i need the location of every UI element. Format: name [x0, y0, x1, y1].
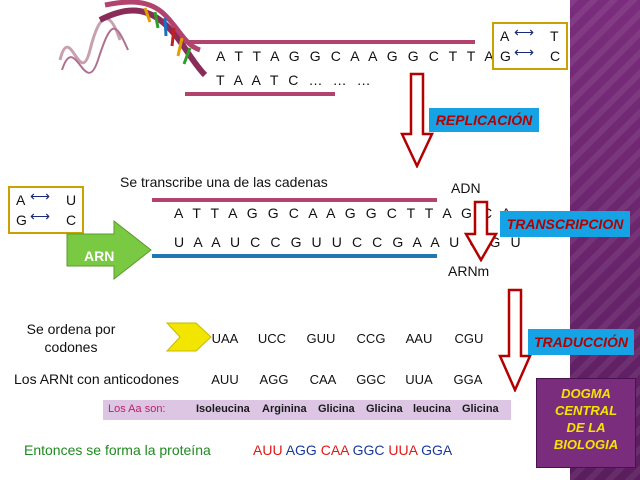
- down-arrow-icon: [498, 288, 532, 392]
- dna-partial-strand: T A A T C … … …: [216, 72, 374, 88]
- anticodon-1: AUU: [211, 372, 239, 387]
- anticodon-4: GGC: [356, 372, 386, 387]
- arn-arrow-label: ARN: [84, 248, 115, 264]
- double-arrow-icon: ⟷: [514, 24, 535, 40]
- codon-3: GUU: [306, 331, 336, 346]
- double-arrow-icon: ⟷: [30, 188, 51, 204]
- protein-codon: AUU: [253, 442, 283, 458]
- dna-strand: A T T A G G C A A G G C T T A G C A: [174, 205, 514, 221]
- aminoacid-5: leucina: [413, 403, 451, 415]
- transcripcion-label: TRANSCRIPCION: [500, 211, 630, 237]
- arnm-label: ARNm: [448, 263, 490, 279]
- aminoacid-2: Arginina: [262, 403, 307, 415]
- base-pair-key-rna: A ⟷ U G ⟷ C: [8, 186, 84, 234]
- replicacion-label: REPLICACIÓN: [429, 108, 539, 132]
- anticodon-3: CAA: [309, 372, 337, 387]
- protein-codons: AUU AGG CAA GGC UUA GGA: [253, 442, 452, 458]
- anticodon-6: GGA: [453, 372, 483, 387]
- protein-codon: GGA: [421, 442, 453, 458]
- aminoacid-4: Glicina: [366, 403, 403, 415]
- codon-6: CGU: [454, 331, 484, 346]
- dna-top-strand: A T T A G G C A A G G C T T A G C A: [216, 48, 556, 64]
- aminoacid-3: Glicina: [318, 403, 355, 415]
- codon-1: UAA: [211, 331, 239, 346]
- aminoacid-band: [103, 400, 511, 420]
- rna-strand-bar: [152, 254, 437, 258]
- dogma-box: DOGMA CENTRAL DE LA BIOLOGIA: [536, 378, 636, 468]
- protein-codon: GGC: [352, 442, 385, 458]
- aminoacid-1: Isoleucina: [196, 403, 250, 415]
- codon-2: UCC: [257, 331, 287, 346]
- traduccion-label: TRADUCCIÓN: [528, 329, 634, 355]
- protein-label: Entonces se forma la proteína: [24, 442, 211, 458]
- arn-arrow: [66, 220, 152, 280]
- arnt-label: Los ARNt con anticodones: [14, 371, 179, 387]
- codon-5: AAU: [405, 331, 433, 346]
- aminoacid-6: Glicina: [462, 403, 499, 415]
- base-pair-key-dna: A ⟷ T G ⟷ C: [492, 22, 568, 70]
- adn-label: ADN: [451, 180, 481, 196]
- double-arrow-icon: ⟷: [30, 208, 51, 224]
- down-arrow-icon: [400, 72, 434, 168]
- codon-4: CCG: [356, 331, 386, 346]
- anticodon-5: UUA: [405, 372, 433, 387]
- rna-strand: U A A U C C G U U C C G A A U C G U: [174, 234, 524, 250]
- anticodon-2: AGG: [259, 372, 289, 387]
- protein-codon: CAA: [320, 442, 349, 458]
- protein-codon: AGG: [285, 442, 317, 458]
- dna-partial-bar: [185, 92, 335, 96]
- ordena-label: Se ordena por codones: [26, 321, 116, 355]
- double-arrow-icon: ⟷: [514, 44, 535, 60]
- protein-codon: UUA: [388, 442, 418, 458]
- chevron-arrow-icon: [166, 322, 212, 352]
- aa-label: Los Aa son:: [108, 403, 166, 415]
- transcribe-text: Se transcribe una de las cadenas: [120, 174, 328, 190]
- dogma-title: DOGMA CENTRAL DE LA BIOLOGIA: [553, 386, 619, 452]
- dna-helix-illustration: [58, 0, 208, 78]
- down-arrow-icon: [464, 200, 498, 262]
- dna-top-bar: [185, 40, 475, 44]
- dna-strand-bar: [152, 198, 437, 202]
